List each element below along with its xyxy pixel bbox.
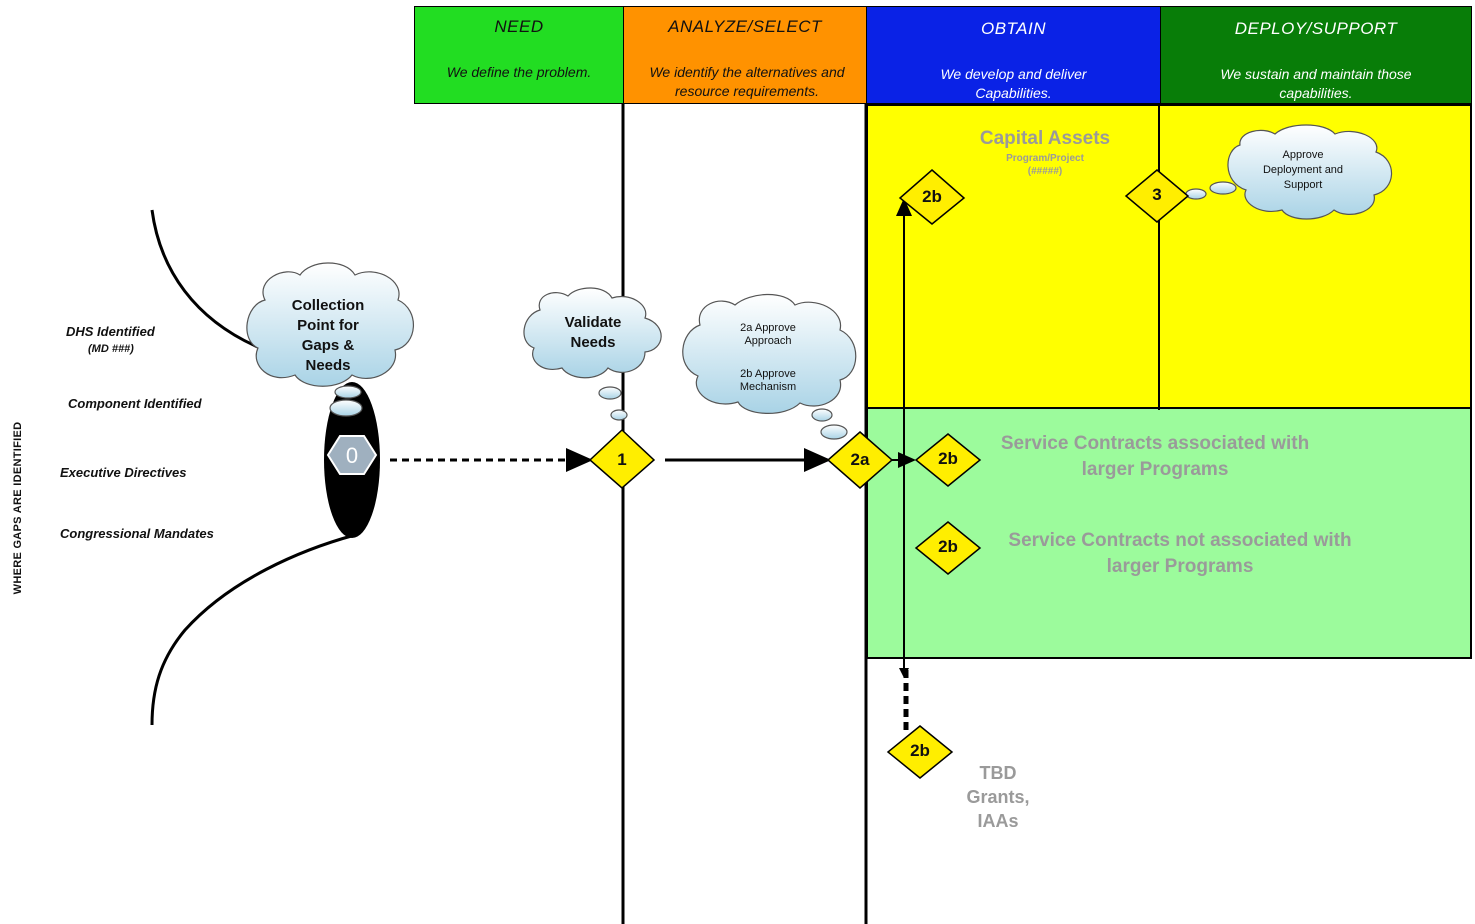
phase-deploy-title: DEPLOY/SUPPORT	[1234, 19, 1398, 38]
decision-2b-notassoc-label: 2b	[938, 537, 958, 556]
source-component: Component Identified	[68, 396, 202, 411]
decision-1-label: 1	[617, 450, 627, 469]
validate-cloud	[523, 287, 662, 421]
approve-a-text: 2a Approve Approach	[740, 322, 796, 347]
phase-obtain: OBTAIN We develop and deliver Capabiliti…	[866, 6, 1161, 104]
source-executive: Executive Directives	[60, 465, 187, 480]
approve-b-text: 2b Approve Mechanism	[739, 368, 797, 393]
phase-analyze-description: We identify the alternatives and resourc…	[649, 64, 845, 99]
lower-source-curve	[150, 533, 356, 726]
phase-need-description: We define the problem.	[446, 64, 592, 80]
phase-deploy-support: DEPLOY/SUPPORT We sustain and maintain t…	[1160, 6, 1472, 104]
service-not-associated-text: Service Contracts not associated with la…	[1008, 530, 1352, 577]
source-congressional: Congressional Mandates	[60, 526, 214, 541]
decision-2b-service-label: 2b	[938, 449, 958, 468]
tbd-label: TBD	[979, 763, 1017, 783]
upper-source-curve	[150, 209, 261, 350]
deploy-cloud-text: Approve Deployment and Support	[1262, 149, 1344, 191]
decision-1-diamond	[588, 428, 656, 489]
grants-label: Grants,	[966, 787, 1030, 807]
gaps-identified-label: WHERE GAPS ARE IDENTIFIED	[12, 421, 24, 595]
validate-cloud-text: Validate Needs	[564, 314, 622, 351]
decision-2b-tbd-label: 2b	[910, 741, 930, 760]
iaas-label: IAAs	[977, 811, 1019, 831]
decision-2b-service-diamond	[914, 433, 982, 487]
decision-3-label: 3	[1152, 185, 1162, 204]
capital-assets-sub2: (#####)	[1027, 166, 1063, 177]
phase-analyze-select: ANALYZE/SELECT We identify the alternati…	[623, 6, 867, 104]
hexagon-0-marker	[326, 435, 378, 475]
phase-analyze-title: ANALYZE/SELECT	[668, 17, 822, 36]
phase-need: NEED We define the problem.	[414, 6, 624, 104]
capital-assets-title: Capital Assets	[979, 128, 1111, 149]
collection-cloud-text: Collection Point for Gaps & Needs	[291, 297, 365, 374]
decision-2b-tbd-diamond	[886, 725, 954, 779]
source-dhs: DHS Identified	[66, 324, 155, 339]
service-associated-text: Service Contracts associated with larger…	[1000, 433, 1310, 480]
capital-assets-sub1: Program/Project	[1006, 153, 1084, 164]
source-dhs-md: (MD ###)	[88, 343, 134, 355]
collection-cloud	[246, 262, 414, 417]
phase-deploy-description: We sustain and maintain those capabiliti…	[1220, 66, 1412, 101]
decision-3-diamond	[1124, 169, 1190, 223]
decision-0-label: 0	[345, 443, 359, 468]
deploy-cloud	[1185, 124, 1393, 220]
phase-obtain-description: We develop and deliver Capabilities.	[940, 66, 1087, 101]
decision-2a-diamond	[826, 431, 894, 489]
decision-2b-capital-label: 2b	[922, 187, 942, 206]
phase-need-title: NEED	[494, 17, 544, 36]
decision-2b-notassoc-diamond	[914, 521, 982, 575]
decision-2a-label: 2a	[850, 450, 870, 469]
phase-obtain-title: OBTAIN	[980, 19, 1047, 38]
small-arrowhead-down	[899, 668, 909, 678]
approve-cloud	[682, 293, 857, 440]
decision-2b-capital-diamond	[898, 169, 966, 225]
